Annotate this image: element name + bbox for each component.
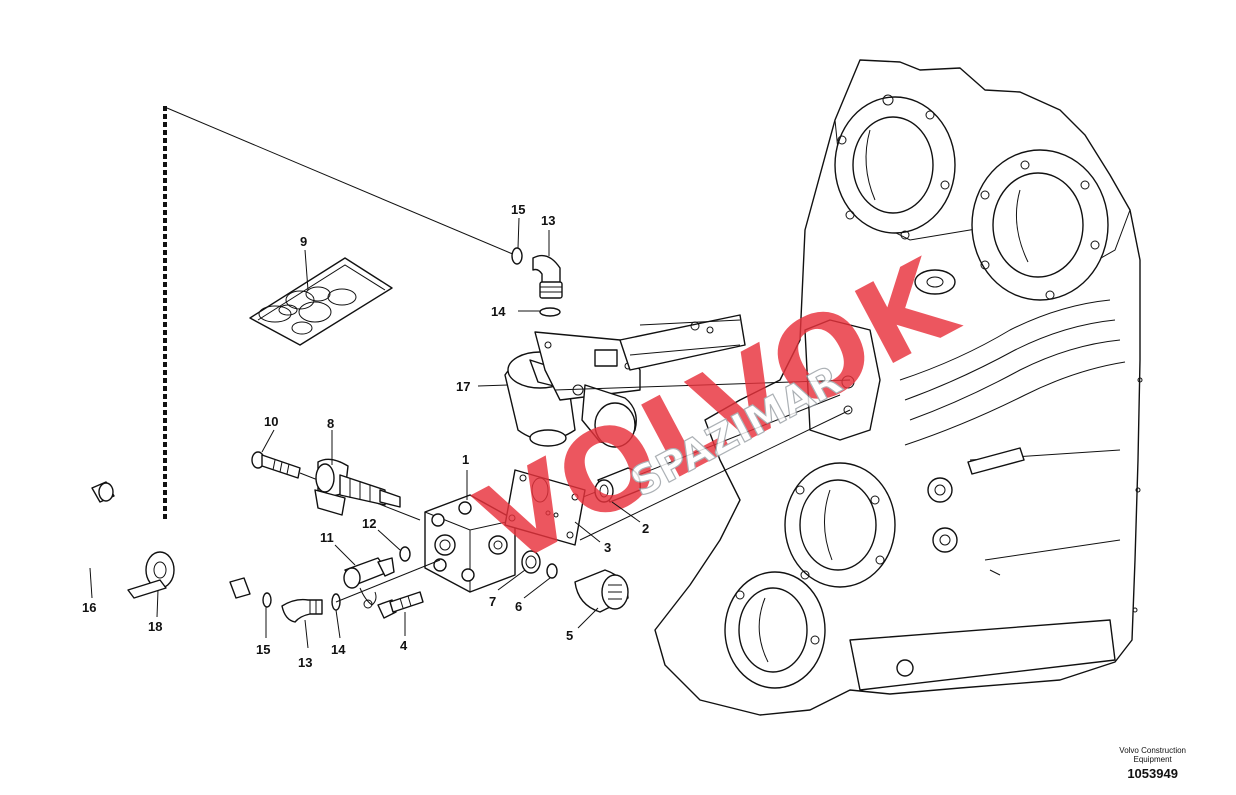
lower-bore	[724, 571, 826, 689]
hydraulic-pipe	[65, 479, 251, 621]
pipe-clamp	[127, 551, 175, 599]
o-ring-6	[546, 563, 558, 579]
callout-18: 18	[148, 619, 162, 634]
elbow-fitting-lower	[281, 598, 323, 623]
guide-line-b	[579, 409, 851, 541]
bolt-short	[377, 591, 424, 619]
callout-17: 17	[456, 379, 470, 394]
callout-3: 3	[604, 540, 611, 555]
filter-plug	[594, 467, 641, 503]
callout-4: 4	[400, 638, 408, 653]
valve-gasket	[619, 314, 746, 371]
callout-15-lower: 15	[256, 642, 270, 657]
callout-1: 1	[462, 452, 469, 467]
callout-8: 8	[327, 416, 334, 431]
middle-bore	[784, 462, 896, 588]
gasket-plate	[504, 469, 586, 546]
pressure-sensor	[343, 557, 395, 609]
bolt-long	[251, 451, 301, 479]
callout-6: 6	[515, 599, 522, 614]
guide-line-d	[639, 319, 741, 326]
o-ring-top-lower	[539, 307, 561, 317]
callout-labels: 1 2 3 4 5 6 7 8 9 10 11 12 13 14 15 16 1…	[82, 202, 649, 670]
callout-14-top: 14	[491, 304, 506, 319]
callout-10: 10	[264, 414, 278, 429]
seal-kit-bag	[249, 257, 393, 346]
callout-15-top: 15	[511, 202, 525, 217]
guide-line-e	[629, 344, 741, 356]
upper-left-bore	[834, 94, 956, 240]
manifold-block	[424, 494, 516, 593]
o-ring-top	[511, 247, 523, 265]
callout-2: 2	[642, 521, 649, 536]
control-valve	[504, 331, 641, 448]
callout-16: 16	[82, 600, 96, 615]
footer-credit: Volvo Construction Equipment 1053949	[1119, 746, 1186, 781]
solenoid-valve	[314, 458, 401, 516]
brand-line-1: Volvo Construction	[1119, 746, 1186, 755]
callout-11: 11	[320, 530, 334, 545]
callout-13-lower: 13	[298, 655, 312, 670]
reference-leader-line	[166, 107, 516, 256]
washer-7	[521, 550, 541, 574]
callout-9: 9	[300, 234, 307, 249]
elbow-fitting-top	[532, 254, 563, 299]
callout-5: 5	[566, 628, 573, 643]
callout-14-lower: 14	[331, 642, 346, 657]
o-ring-15-lower	[262, 592, 272, 608]
upper-right-bore	[971, 149, 1109, 301]
guide-line-a	[554, 379, 851, 391]
callout-leaders	[89, 217, 641, 649]
drawing-reference-number: 1053949	[1127, 766, 1178, 781]
transmission-housing	[654, 59, 1143, 716]
temperature-sensor	[574, 569, 629, 613]
callout-13-top: 13	[541, 213, 555, 228]
brand-line-2: Equipment	[1133, 755, 1172, 764]
callout-12: 12	[362, 516, 376, 531]
o-ring-12	[399, 546, 411, 562]
callout-7: 7	[489, 594, 496, 609]
